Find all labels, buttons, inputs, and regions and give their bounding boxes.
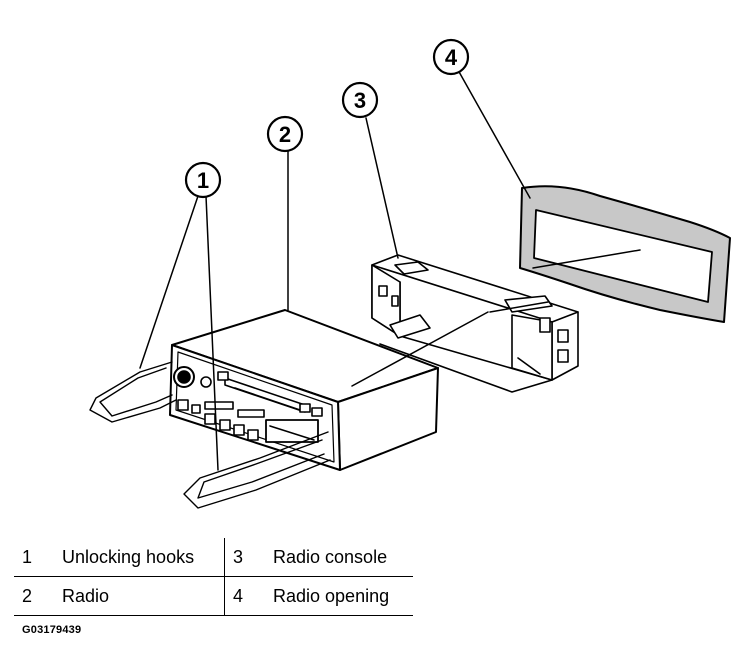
figure-code: G03179439 (22, 624, 82, 636)
legend-number: 2 (14, 576, 62, 616)
legend-number: 4 (224, 576, 273, 616)
leader-lines (139, 69, 641, 471)
unlocking-hooks-part (89, 361, 331, 509)
radio-part (169, 309, 439, 471)
callout-2: 2 (266, 115, 304, 153)
legend-label: Radio opening (273, 576, 413, 616)
callout-4: 4 (432, 38, 470, 76)
legend-row: 2 Radio 4 Radio opening (14, 576, 413, 616)
legend-number: 3 (224, 538, 273, 577)
radio-opening-part (519, 185, 731, 323)
callout-3: 3 (341, 81, 379, 119)
callout-4-label: 4 (445, 45, 458, 70)
legend-row: 1 Unlocking hooks 3 Radio console (14, 538, 413, 577)
legend-label: Unlocking hooks (62, 538, 225, 577)
callout-1-label: 1 (197, 168, 209, 193)
legend-table: 1 Unlocking hooks 3 Radio console 2 Radi… (14, 538, 413, 616)
legend-label: Radio console (273, 538, 413, 577)
legend-label: Radio (62, 576, 225, 616)
exploded-diagram: 1 2 3 4 (89, 38, 731, 509)
callout-1: 1 (184, 161, 222, 199)
callout-2-label: 2 (279, 122, 291, 147)
legend-number: 1 (14, 538, 62, 577)
callout-3-label: 3 (354, 88, 366, 113)
